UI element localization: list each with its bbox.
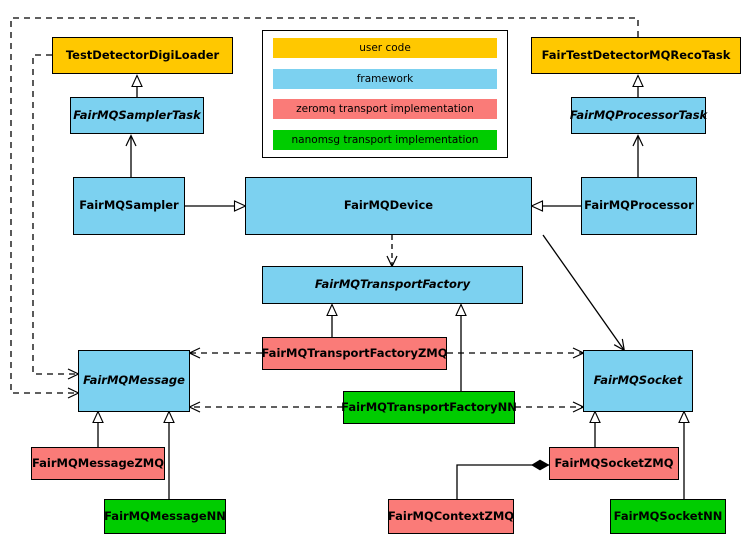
class-box-fairmqsocket[interactable]: FairMQSocket [583,350,693,412]
class-box-fairmqtransportfactorynn[interactable]: FairMQTransportFactoryNN [341,391,517,424]
edge-contextzmq-to-socketzmq [456,459,550,499]
class-box-testdetectordigiloader[interactable]: TestDetectorDigiLoader [52,37,233,74]
legend-item-user-code: user code [273,38,497,58]
edge-digiloader-to-message [32,54,78,374]
legend-item-nanomsg: nanomsg transport implementation [273,129,497,150]
edge-device-to-socket [542,234,624,350]
class-box-fairmqsampler[interactable]: FairMQSampler [73,177,185,235]
class-box-fairmqcontextzmq[interactable]: FairMQContextZMQ [388,499,514,534]
legend-panel: user code framework zeromq transport imp… [262,30,508,158]
class-box-fairmqtransportfactoryzmq[interactable]: FairMQTransportFactoryZMQ [262,337,448,370]
class-box-fairmqmessagenn[interactable]: FairMQMessageNN [104,499,226,534]
class-box-fairmqdevice[interactable]: FairMQDevice [245,177,532,235]
class-box-fairmqsocketnn[interactable]: FairMQSocketNN [610,499,726,534]
class-box-fairmqmessage[interactable]: FairMQMessage [78,350,190,412]
class-box-fairmqtransportfactory[interactable]: FairMQTransportFactory [262,266,523,304]
class-box-fairmqsocketzmq[interactable]: FairMQSocketZMQ [549,447,679,480]
legend-item-framework: framework [273,68,497,89]
edge-recotask-to-message [10,17,639,393]
class-box-fairtestdetectormqrecotask[interactable]: FairTestDetectorMQRecoTask [531,37,741,74]
legend-item-zeromq: zeromq transport implementation [273,99,497,120]
class-box-fairmqsamplertask[interactable]: FairMQSamplerTask [70,97,204,134]
class-box-fairmqprocessortask[interactable]: FairMQProcessorTask [570,97,707,134]
class-box-fairmqprocessor[interactable]: FairMQProcessor [581,177,697,235]
class-box-fairmqmessagezmq[interactable]: FairMQMessageZMQ [31,447,165,480]
